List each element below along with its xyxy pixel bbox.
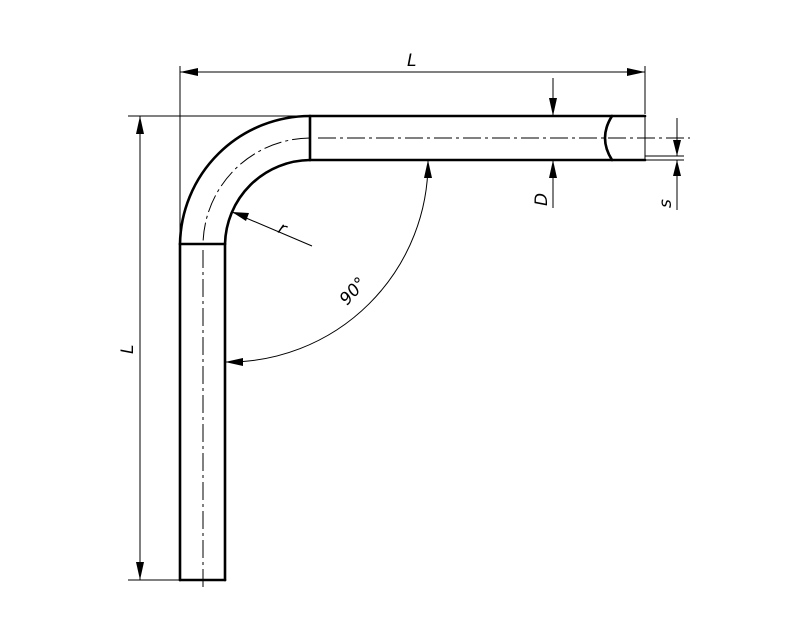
centerline xyxy=(202,137,690,590)
dimension-length-vertical xyxy=(136,116,144,580)
dimension-bend-radius xyxy=(231,211,313,247)
length-horizontal-label: L xyxy=(407,51,416,71)
wall-thickness-label: s xyxy=(656,199,676,208)
dimension-diameter xyxy=(549,78,557,208)
bend-radius-label: r xyxy=(275,218,290,240)
pipe-outline xyxy=(178,114,647,582)
dimension-wall-thickness xyxy=(673,118,681,210)
dimension-length-horizontal xyxy=(180,68,645,76)
length-vertical-label: L xyxy=(118,345,138,354)
angle-label: 90° xyxy=(336,274,371,310)
diameter-label: D xyxy=(532,193,552,206)
dimension-angle xyxy=(224,159,432,366)
extension-lines xyxy=(128,66,684,581)
